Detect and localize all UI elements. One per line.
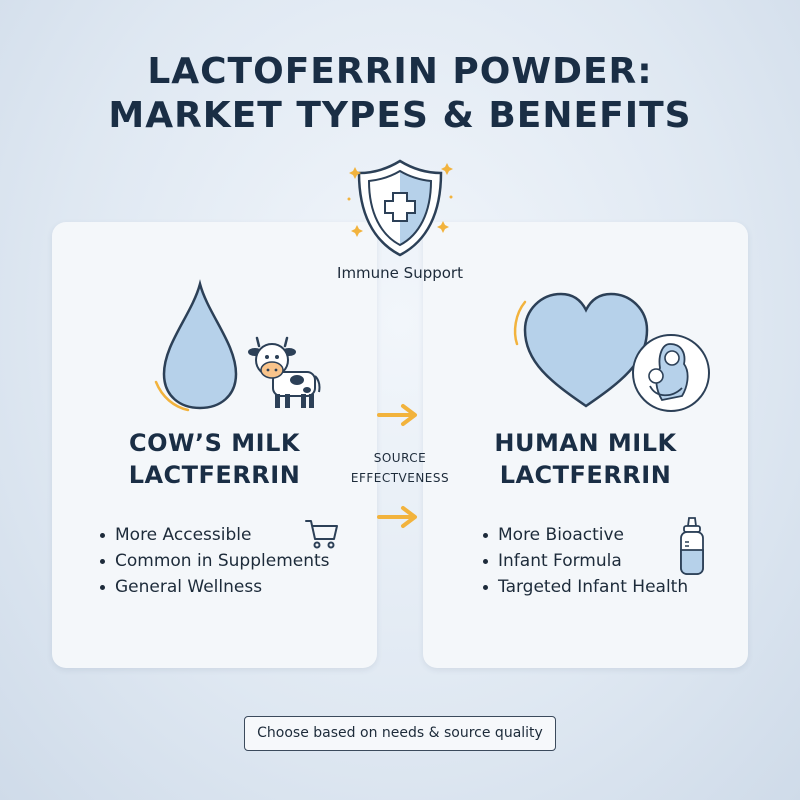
cows-milk-title-line-1: COW’S MILK [129, 429, 300, 457]
list-item: Infant Formula [483, 548, 688, 574]
cows-milk-card: COW’S MILK LACTFERRIN More Accessible Co… [52, 222, 377, 668]
cow-icon [248, 336, 321, 408]
arrow-right-icon [377, 506, 417, 528]
arrow-right-icon [377, 404, 417, 426]
human-milk-bullets: More Bioactive Infant Formula Targeted I… [483, 522, 688, 600]
source-label-line-1: SOURCE [373, 451, 427, 465]
page-title: LACTOFERRIN POWDER: MARKET TYPES & BENEF… [0, 50, 800, 138]
source-label-line-2: EFFECTVENESS [350, 471, 450, 485]
list-item: More Accessible [100, 522, 330, 548]
milk-drop-icon [154, 279, 238, 412]
title-line-1: LACTOFERRIN POWDER: [147, 51, 653, 92]
immune-support-badge [345, 155, 455, 260]
human-milk-title-line-1: HUMAN MILK [494, 429, 677, 457]
mother-baby-icon [632, 334, 710, 412]
baby-bottle-icon [680, 517, 704, 575]
list-item: Common in Supplements [100, 548, 330, 574]
shopping-cart-icon [305, 520, 338, 549]
cows-milk-title-line-2: LACTFERRIN [128, 461, 301, 489]
source-effectiveness-label: SOURCE EFFECTVENESS [330, 448, 470, 488]
heart-icon [513, 292, 649, 408]
shield-cross-icon [347, 159, 453, 257]
list-item: General Wellness [100, 574, 330, 600]
human-milk-title: HUMAN MILK LACTFERRIN [423, 427, 748, 491]
cows-milk-bullets: More Accessible Common in Supplements Ge… [100, 522, 330, 600]
cows-milk-title: COW’S MILK LACTFERRIN [52, 427, 377, 491]
human-milk-title-line-2: LACTFERRIN [499, 461, 672, 489]
list-item: More Bioactive [483, 522, 688, 548]
immune-support-label: Immune Support [337, 264, 463, 282]
human-milk-card: HUMAN MILK LACTFERRIN More Bioactive Inf… [423, 222, 748, 668]
footer-note: Choose based on needs & source quality [244, 716, 556, 751]
list-item: Targeted Infant Health [483, 574, 688, 600]
title-line-2: MARKET TYPES & BENEFITS [108, 95, 692, 136]
